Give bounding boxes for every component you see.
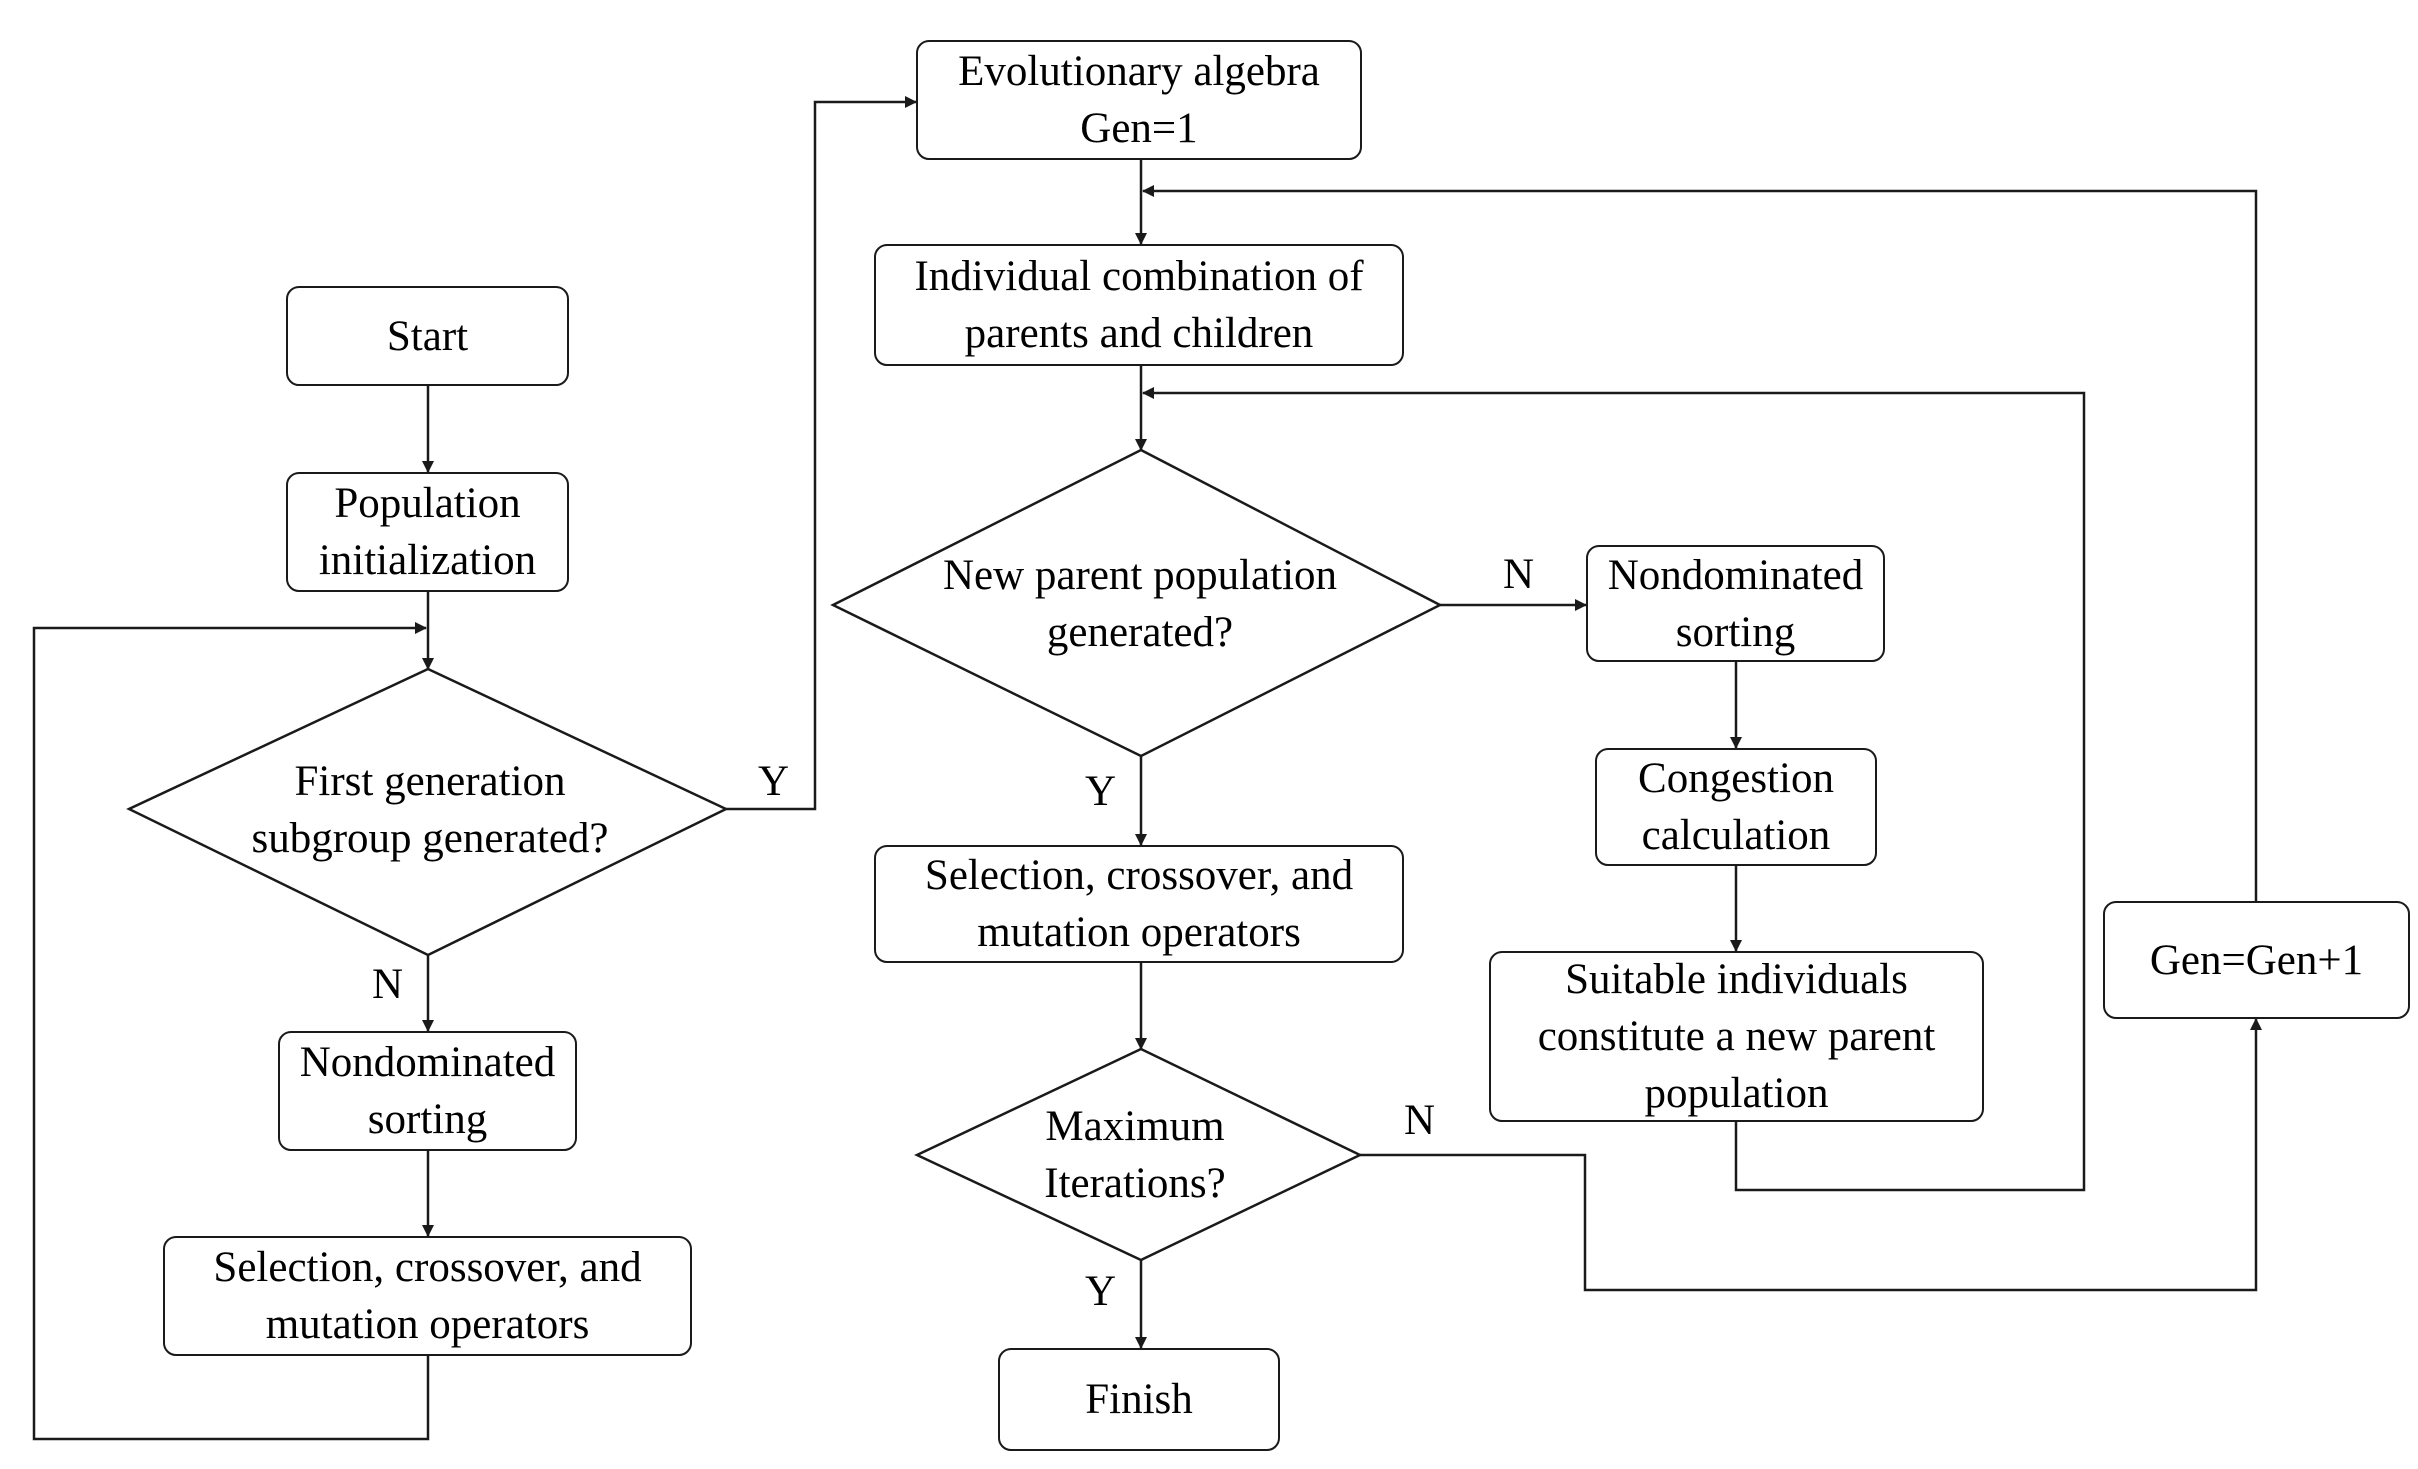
arrow-no-to-gen-increment (1360, 1018, 2262, 1292)
finish-node: Finish (998, 1348, 1280, 1451)
nondominated-sorting-right-node: Nondominated sorting (1586, 545, 1885, 662)
suitable-individuals-node: Suitable individuals constitute a new pa… (1489, 951, 1984, 1122)
new-parent-decision-label: New parent population generated? (942, 552, 1338, 656)
start-node: Start (286, 286, 569, 386)
first-gen-yes-label: Y (758, 758, 790, 805)
individual-combination-node: Individual combination of parents and ch… (874, 244, 1404, 366)
loop-selection-to-decision (32, 622, 430, 1441)
loop-suitable-to-decision (1142, 387, 2086, 1192)
new-parent-no-label: N (1503, 551, 1535, 598)
first-gen-no-label: N (372, 961, 404, 1008)
population-init-node: Population initialization (286, 472, 569, 592)
evolutionary-algebra-node: Evolutionary algebra Gen=1 (916, 40, 1362, 160)
first-gen-decision-label: First generation subgroup generated? (251, 758, 609, 862)
gen-increment-node: Gen=Gen+1 (2103, 901, 2410, 1019)
nondominated-sorting-left-node: Nondominated sorting (278, 1031, 577, 1151)
arrow-yes-to-evolutionary (726, 96, 917, 811)
loop-gen-to-combination (1142, 185, 2258, 901)
selection-left-node: Selection, crossover, and mutation opera… (163, 1236, 692, 1356)
max-iter-yes-label: Y (1085, 1268, 1117, 1315)
max-iterations-decision-label: Maximum Iterations? (1044, 1103, 1226, 1207)
new-parent-yes-label: Y (1085, 768, 1117, 815)
congestion-calculation-node: Congestion calculation (1595, 748, 1877, 866)
selection-center-node: Selection, crossover, and mutation opera… (874, 845, 1404, 963)
max-iter-no-label: N (1404, 1097, 1436, 1144)
